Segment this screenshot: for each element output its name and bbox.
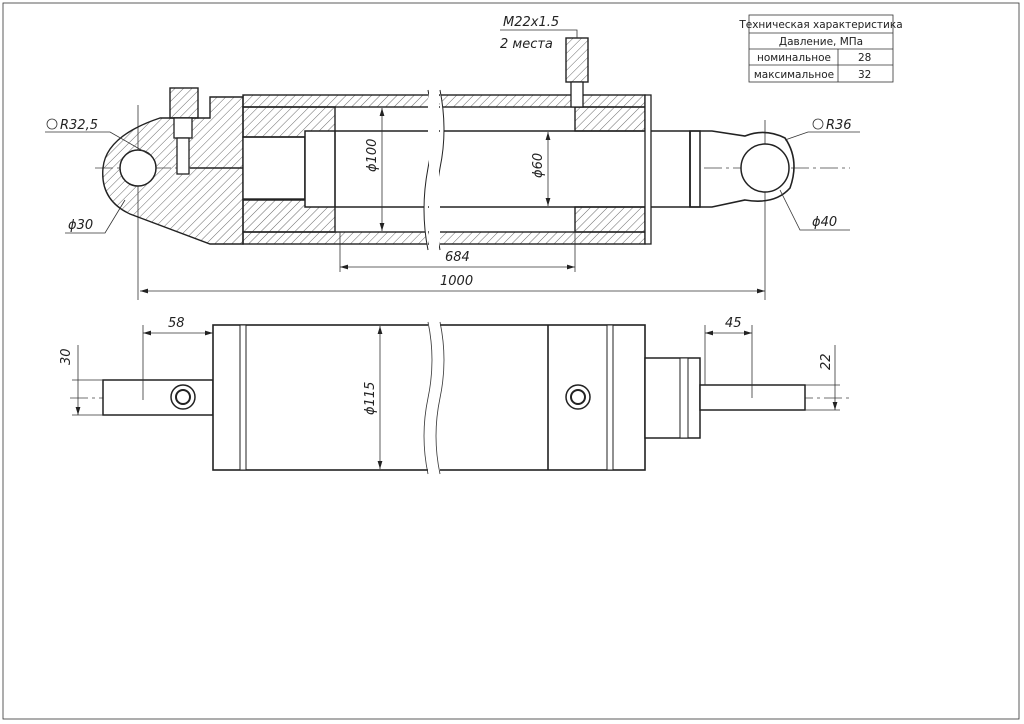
eye-radius-label: R36	[826, 118, 852, 133]
left-rod-width-dimension: 30	[59, 348, 74, 365]
rod-eye	[689, 130, 795, 208]
spec-table: Техническая характеристика Давление, МПа…	[738, 14, 903, 83]
tube-diameter-label: ϕ115	[363, 382, 378, 415]
side-view: 58 45 ϕ115 30 22	[59, 316, 850, 475]
spec-row-value: 28	[858, 52, 871, 64]
spec-row-label: максимальное	[754, 69, 834, 81]
stroke-dimension: 684	[445, 250, 470, 265]
section-view: ϕ100 ϕ60 684 1000 R32,5 ϕ30 R36 ϕ40 M22x…	[45, 15, 860, 300]
rod-diameter-label: ϕ60	[531, 153, 546, 178]
tube-bore-label: ϕ100	[365, 139, 380, 172]
port-icon	[170, 384, 196, 410]
spec-table-subtitle: Давление, МПа	[779, 36, 863, 48]
rear-clevis-section	[102, 96, 244, 245]
spec-row-value: 32	[858, 69, 871, 81]
right-offset-dimension: 45	[725, 316, 742, 331]
rear-bore-label: ϕ30	[68, 218, 93, 233]
grease-fitting-icon	[169, 87, 199, 175]
spec-row-label: номинальное	[757, 52, 831, 64]
spec-table-title: Техническая характеристика	[738, 19, 902, 31]
thread-count-label: 2 места	[500, 37, 553, 52]
rear-radius-label: R32,5	[60, 118, 98, 133]
thread-label: M22x1.5	[503, 15, 559, 30]
left-offset-dimension: 58	[168, 316, 185, 331]
overall-length-dimension: 1000	[440, 274, 473, 289]
right-rod-width-dimension: 22	[819, 353, 834, 370]
port-icon	[565, 384, 591, 410]
eye-bore-label: ϕ40	[812, 215, 837, 230]
